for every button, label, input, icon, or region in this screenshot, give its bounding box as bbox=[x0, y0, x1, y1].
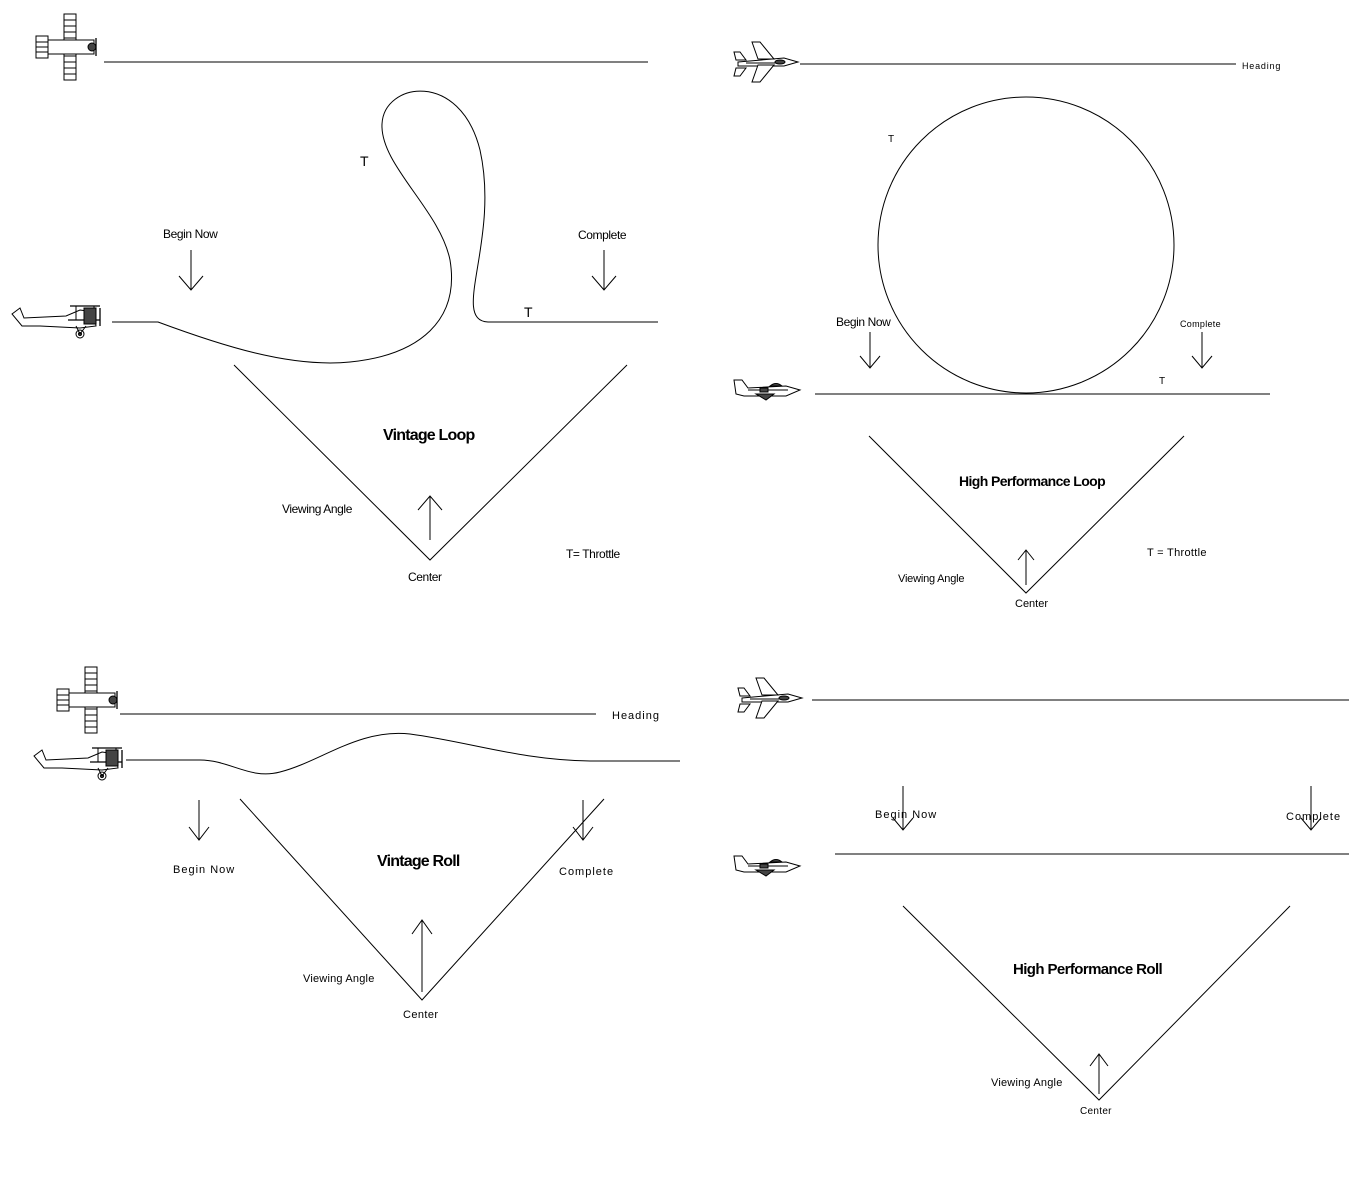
viewing-arrow-icon bbox=[411, 919, 433, 992]
complete-label: Complete bbox=[1286, 811, 1341, 823]
viewing-angle-label: Viewing Angle bbox=[898, 573, 964, 585]
complete-arrow-icon bbox=[1300, 786, 1322, 831]
begin-arrow-icon bbox=[178, 250, 204, 291]
hp-roll-panel: Begin Now Complete High Performance Roll… bbox=[733, 677, 1349, 1117]
vintage-loop-title: Vintage Loop bbox=[383, 427, 475, 444]
loop-flight-path bbox=[112, 90, 658, 364]
heading-label: Heading bbox=[612, 710, 660, 722]
center-label: Center bbox=[403, 1009, 438, 1021]
hp-roll-title: High Performance Roll bbox=[1013, 961, 1163, 978]
jet-top-icon bbox=[737, 677, 803, 719]
complete-arrow-icon bbox=[591, 250, 617, 291]
vintage-roll-panel: Heading Begin Now Complete Vintage Roll … bbox=[33, 666, 680, 1021]
begin-arrow-icon bbox=[859, 332, 881, 369]
loop-circle bbox=[877, 96, 1175, 394]
begin-now-label: Begin Now bbox=[163, 227, 218, 241]
viewing-arrow-icon bbox=[1089, 1053, 1109, 1094]
begin-now-label: Begin Now bbox=[875, 809, 937, 821]
viewing-v bbox=[868, 435, 1185, 594]
roll-flight-path bbox=[126, 732, 680, 775]
complete-label: Complete bbox=[578, 228, 627, 242]
biplane-top-icon bbox=[56, 666, 118, 734]
viewing-angle-label: Viewing Angle bbox=[282, 502, 353, 516]
viewing-v bbox=[902, 905, 1291, 1101]
biplane-top-icon bbox=[35, 13, 97, 81]
vintage-loop-panel: T T Begin Now Complete Vintage Loop View… bbox=[11, 13, 658, 584]
center-label: Center bbox=[1015, 598, 1048, 610]
complete-label: Complete bbox=[559, 866, 614, 878]
begin-now-label: Begin Now bbox=[173, 864, 235, 876]
viewing-angle-label: Viewing Angle bbox=[991, 1077, 1063, 1089]
complete-arrow-icon bbox=[572, 800, 594, 841]
center-label: Center bbox=[408, 570, 442, 584]
heading-label: Heading bbox=[1242, 61, 1281, 71]
center-label: Center bbox=[1080, 1106, 1112, 1117]
biplane-side-icon bbox=[11, 305, 101, 339]
vintage-roll-title: Vintage Roll bbox=[377, 853, 460, 870]
throttle-top-marker: T bbox=[888, 134, 895, 145]
throttle-legend: T= Throttle bbox=[566, 547, 620, 561]
complete-label: Complete bbox=[1180, 319, 1221, 329]
viewing-arrow-icon bbox=[417, 495, 443, 540]
jet-top-icon bbox=[733, 41, 799, 83]
begin-arrow-icon bbox=[188, 800, 210, 841]
viewing-v bbox=[239, 798, 605, 1001]
biplane-side-icon bbox=[33, 747, 123, 781]
viewing-arrow-icon bbox=[1017, 549, 1035, 585]
begin-now-label: Begin Now bbox=[836, 315, 891, 329]
viewing-angle-label: Viewing Angle bbox=[303, 973, 375, 985]
throttle-bottom-marker: T bbox=[524, 304, 533, 320]
jet-side-icon bbox=[733, 379, 801, 401]
hp-loop-panel: Heading T T Begin Now Complete High Perf… bbox=[733, 41, 1281, 610]
throttle-top-marker: T bbox=[360, 153, 369, 169]
jet-side-icon bbox=[733, 855, 801, 877]
throttle-bottom-marker: T bbox=[1159, 376, 1166, 387]
throttle-legend: T = Throttle bbox=[1147, 547, 1207, 559]
hp-loop-title: High Performance Loop bbox=[959, 473, 1105, 489]
viewing-v bbox=[233, 364, 628, 561]
complete-arrow-icon bbox=[1191, 332, 1213, 369]
begin-arrow-icon bbox=[892, 786, 914, 831]
